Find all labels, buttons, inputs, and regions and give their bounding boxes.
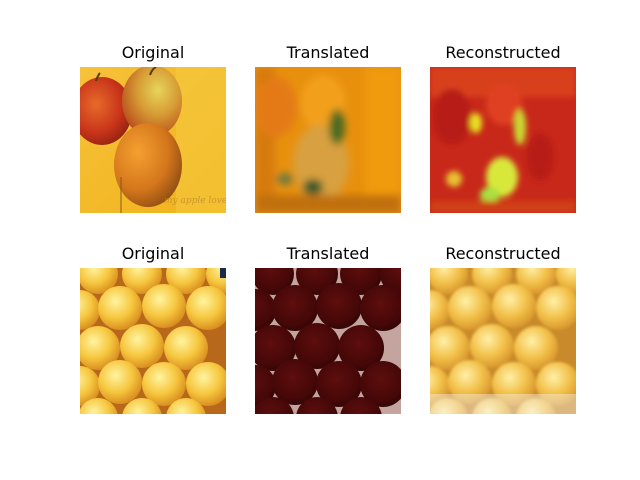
translated-oranges-image [255, 268, 401, 414]
original-apples-image: my apple loves [80, 67, 226, 213]
watermark-text: my apple loves [164, 196, 226, 206]
panel-title: Reconstructed [445, 43, 561, 62]
panel-title: Translated [286, 244, 370, 263]
translated-apples-image [255, 67, 401, 213]
panel-title: Original [121, 43, 185, 62]
panel-title: Reconstructed [445, 244, 561, 263]
panel-title: Translated [286, 43, 370, 62]
reconstructed-oranges-image [430, 268, 576, 414]
original-oranges-image [80, 268, 226, 414]
panel-title: Original [121, 244, 185, 263]
reconstructed-apples-image [430, 67, 576, 213]
